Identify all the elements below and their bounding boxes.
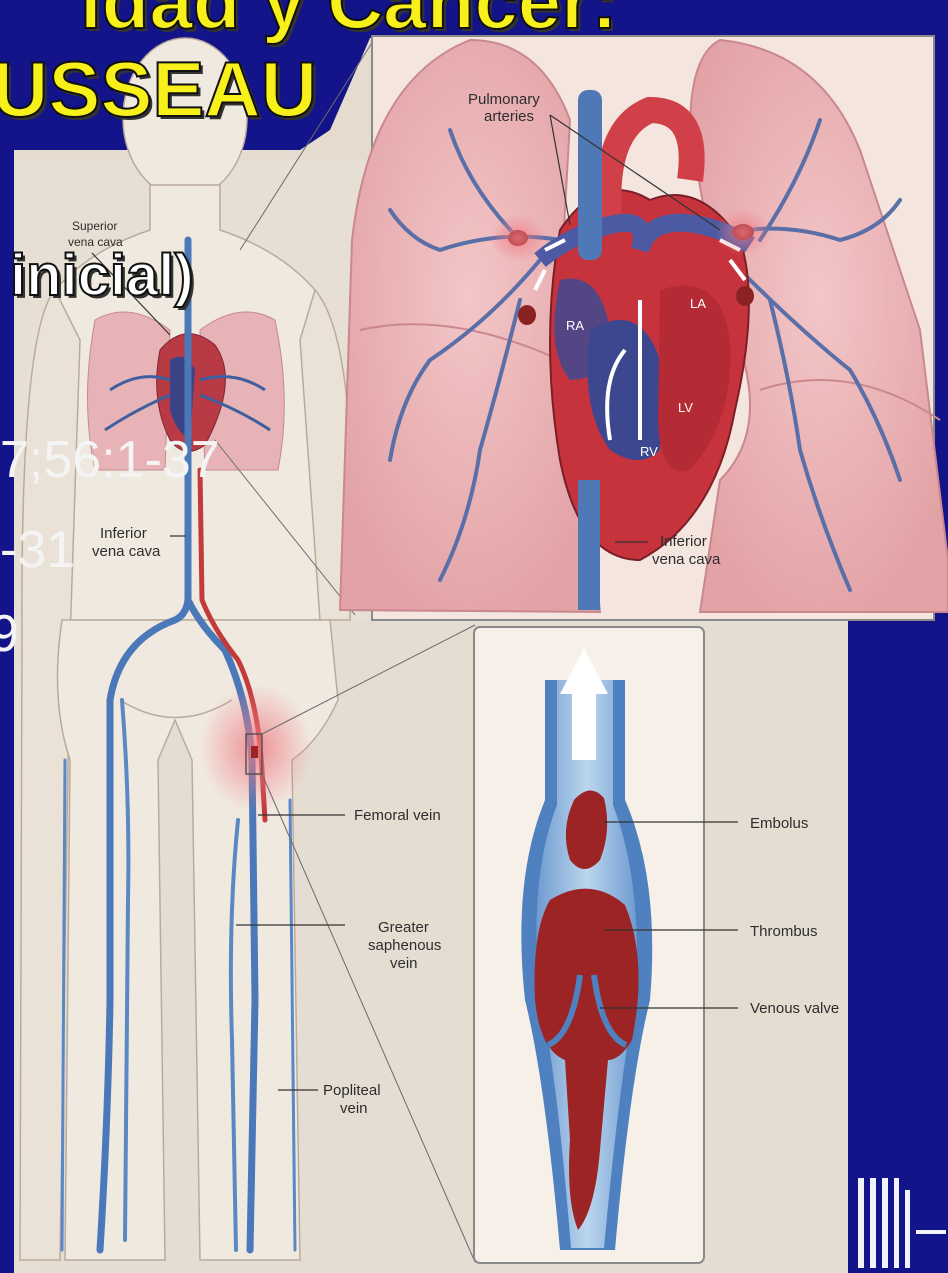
svg-text:Superior: Superior [72, 219, 117, 233]
blue-right-band [848, 625, 948, 1273]
venous-valve-label: Venous valve [750, 1000, 839, 1017]
slide-subtitle-overlay: inicial) [10, 242, 194, 309]
citation-overlay-2: -31 [0, 520, 75, 580]
ra-label: RA [566, 318, 584, 333]
svg-text:Popliteal: Popliteal [323, 1082, 381, 1099]
svg-text:saphenous: saphenous [368, 937, 441, 954]
svg-text:Inferior: Inferior [100, 525, 147, 542]
svg-text:arteries: arteries [484, 108, 534, 125]
svg-text:vena cava: vena cava [92, 543, 161, 560]
lv-label: LV [678, 400, 693, 415]
citation-overlay-3: 9 [0, 604, 19, 664]
svg-text:Greater: Greater [378, 919, 429, 936]
svg-text:Pulmonary: Pulmonary [468, 91, 540, 108]
slide-title-line-2-overlay: USSEAU [0, 50, 317, 128]
slide-title-line-1-overlay: idad y Cáncer: [80, 0, 618, 40]
svg-text:Inferior: Inferior [660, 533, 707, 550]
femoral-vein-label: Femoral vein [354, 807, 441, 824]
vein-inset [474, 627, 738, 1263]
svg-text:vena cava: vena cava [652, 551, 721, 568]
la-label: LA [690, 296, 706, 311]
heart-lung-inset [340, 36, 948, 620]
citation-overlay-1: 7;56:1-37 [0, 430, 220, 490]
svg-text:vein: vein [390, 955, 418, 972]
embolus-label: Embolus [750, 815, 808, 832]
rv-label: RV [640, 444, 658, 459]
svg-text:vein: vein [340, 1100, 368, 1117]
thrombus-label: Thrombus [750, 923, 818, 940]
